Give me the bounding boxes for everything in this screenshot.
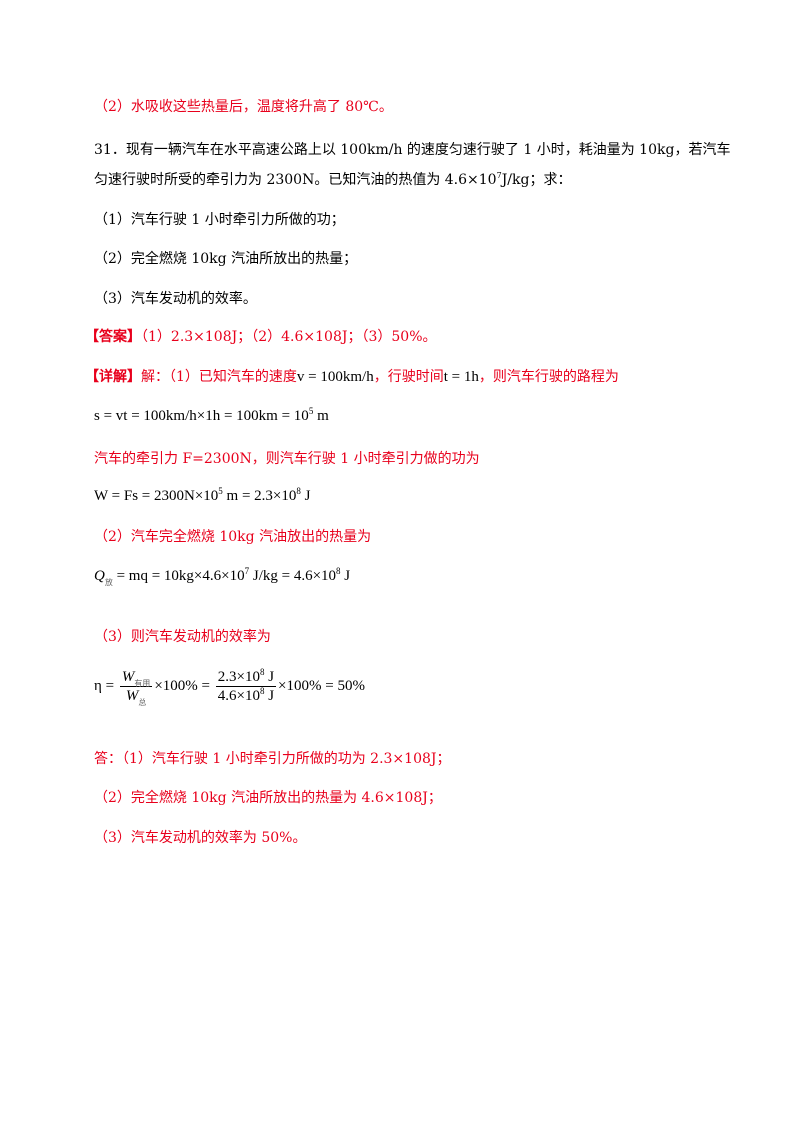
equation-heat-body: = mq = 10kg×4.6×10	[112, 568, 245, 584]
answer-line: 【答案】（1）2.3×108J；（2）4.6×108J；（3）50%。	[85, 328, 437, 346]
detail-line: 【详解】解：（1）已知汽车的速度v = 100km/h，行驶时间t = 1h，则…	[85, 368, 619, 386]
equation-work-exponent-2: 8	[296, 486, 301, 496]
numerator-unit: J	[264, 669, 275, 685]
equation-efficiency-mid: ×100% =	[154, 677, 210, 694]
efficiency-fraction-2-denominator: 4.6×108 J	[216, 687, 276, 705]
denominator-subscript: 总	[138, 698, 147, 707]
equation-distance-unit: m	[313, 408, 329, 424]
question-31-text-pre: 匀速行驶时所受的牵引力为 2300N。已知汽油的热值为 4.6×10	[94, 172, 497, 188]
detail-text-b: ，行驶时间	[373, 369, 444, 385]
equation-work-unit: J	[300, 488, 311, 504]
equation-distance-body: s = vt = 100km/h×1h = 100km = 10	[94, 408, 309, 424]
question-31-line-1: 31．现有一辆汽车在水平高速公路上以 100km/h 的速度匀速行驶了 1 小时…	[94, 142, 731, 158]
speed-expression: v = 100km/h	[296, 369, 374, 385]
question-31-text-post: J/kg；求：	[501, 172, 572, 188]
equation-work: W = Fs = 2300N×105 m = 2.3×108 J	[94, 486, 310, 506]
sub-question-1: （1）汽车行驶 1 小时牵引力所做的功；	[94, 212, 345, 228]
numerator-symbol: W	[121, 669, 135, 685]
equation-heat-exponent-1: 7	[244, 566, 250, 576]
equation-work-mid: m = 2.3×10	[222, 488, 297, 504]
efficiency-fraction-1: W有用 W总	[119, 668, 153, 707]
final-answer-2: （2）完全燃烧 10kg 汽油所放出的热量为 4.6×108J；	[94, 790, 442, 806]
equation-heat-exponent-2: 8	[336, 566, 341, 576]
equation-heat: Q放 = mq = 10kg×4.6×107 J/kg = 4.6×108 J	[94, 566, 351, 587]
efficiency-fraction-2: 2.3×108 J 4.6×108 J	[215, 667, 277, 705]
equation-work-exponent-1: 5	[218, 486, 223, 496]
detail-text-c: ，则汽车行驶的路程为	[478, 369, 619, 385]
numerator-exponent: 8	[259, 667, 265, 677]
denominator-symbol: W	[125, 688, 139, 704]
equation-heat-symbol: Q	[94, 568, 105, 584]
denominator-value: 4.6×10	[217, 688, 260, 704]
equation-efficiency-end: ×100% = 50%	[278, 677, 365, 694]
equation-heat-mid: J/kg = 4.6×10	[249, 568, 337, 584]
numerator-subscript: 有用	[134, 679, 151, 688]
equation-heat-subscript: 放	[104, 578, 113, 587]
equation-distance: s = vt = 100km/h×1h = 100km = 105 m	[94, 406, 329, 426]
equation-distance-exponent: 5	[308, 406, 314, 416]
final-answer-1: 答：（1）汽车行驶 1 小时牵引力所做的功为 2.3×108J；	[94, 751, 451, 767]
detail-text-a: 解：（1）已知汽车的速度	[141, 369, 297, 385]
answer-tag: 【答案】	[85, 329, 141, 345]
equation-efficiency-eta: η =	[94, 677, 115, 694]
force-line: 汽车的牵引力 F=2300N，则汽车行驶 1 小时牵引力做的功为	[94, 451, 480, 467]
denominator-unit: J	[264, 688, 275, 704]
answer-body: （1）2.3×108J；（2）4.6×108J；（3）50%。	[141, 329, 437, 345]
sub-question-3: （3）汽车发动机的效率。	[94, 291, 257, 307]
equation-efficiency: η = W有用 W总 ×100% = 2.3×108 J 4.6×108 J ×…	[94, 667, 365, 707]
numerator-value: 2.3×10	[217, 669, 260, 685]
denominator-exponent: 8	[259, 686, 265, 696]
sub-question-2: （2）完全燃烧 10kg 汽油所放出的热量；	[94, 251, 358, 267]
question-31-exponent: 7	[496, 171, 502, 180]
efficiency-fraction-1-denominator: W总	[120, 687, 153, 707]
part-2-line: （2）汽车完全燃烧 10kg 汽油放出的热量为	[94, 529, 372, 545]
prev-answer-line: （2）水吸收这些热量后，温度将升高了 80℃。	[94, 99, 393, 115]
efficiency-fraction-1-numerator: W有用	[119, 668, 153, 688]
time-expression: t = 1h	[443, 369, 479, 385]
question-31-line-2: 匀速行驶时所受的牵引力为 2300N。已知汽油的热值为 4.6×107J/kg；…	[94, 171, 571, 189]
equation-work-body: W = Fs = 2300N×10	[94, 488, 219, 504]
equation-heat-unit: J	[340, 568, 351, 584]
part-3-line: （3）则汽车发动机的效率为	[94, 629, 271, 645]
final-answer-3: （3）汽车发动机的效率为 50%。	[94, 830, 307, 846]
efficiency-fraction-2-numerator: 2.3×108 J	[215, 667, 277, 687]
detail-tag: 【详解】	[85, 369, 141, 385]
